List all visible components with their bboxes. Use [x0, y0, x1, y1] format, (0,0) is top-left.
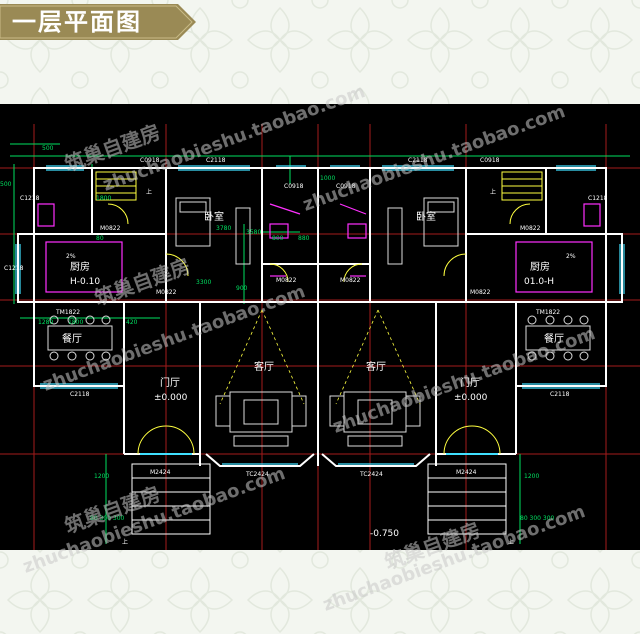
floor-plan-drawing: 卧室 卧室 厨房 H-0.10 厨房 01.0-H 餐厅 餐厅 客厅 客厅 门厅…: [0, 104, 640, 550]
c2118-bottom-left: C2118: [70, 391, 90, 398]
c2118-top-left: C2118: [206, 157, 226, 164]
bedroom-left-label: 卧室: [204, 210, 224, 223]
m2424-left: M2424: [150, 469, 171, 476]
m0822-label-2: M0822: [156, 289, 177, 296]
living-left-label: 客厅: [254, 360, 274, 373]
dim-1800-side: 1800: [96, 195, 111, 202]
dim-1000: 1000: [320, 175, 335, 182]
up-stair-right-label: 上: [508, 538, 514, 546]
foyer-left-label: 门厅: [160, 376, 180, 389]
furniture: [47, 197, 591, 447]
c2118-top-right: C2118: [408, 157, 428, 164]
up-stair-left-label: 上: [122, 538, 128, 546]
c0918-mid-right: C0918: [336, 183, 356, 190]
dim-3580: 3580: [246, 229, 261, 236]
fixtures: [37, 203, 601, 293]
dim-80-300-300-right: 80 300 300: [520, 515, 555, 522]
foyer-left-level: ±0.000: [154, 393, 188, 403]
dim-800: 800: [272, 235, 284, 242]
kitchen-left-label: 厨房: [70, 260, 90, 273]
c1218-left: C1218: [20, 195, 40, 202]
outside-level: -0.750: [370, 529, 399, 539]
living-right-label: 客厅: [366, 360, 386, 373]
c1218-left2: C1218: [4, 265, 24, 272]
c0918-mid-left: C0918: [284, 183, 304, 190]
foyer-right-label: 门厅: [460, 376, 480, 389]
m2424-right: M2424: [456, 469, 477, 476]
kitchen-left-level: H-0.10: [70, 277, 100, 287]
kitchen-right-level: 01.0-H: [524, 277, 554, 287]
dim-1200-right: 1200: [524, 473, 539, 480]
c2118-bottom-right: C2118: [550, 391, 570, 398]
foyer-right-level: ±0.000: [454, 393, 488, 403]
annotation-labels: 500 500 C0918 C2118 C0918 1000 C0918 C21…: [0, 145, 608, 546]
dim-80-a: 80: [96, 235, 104, 242]
dim-420: 420: [126, 319, 138, 326]
tm1822-left: TM1822: [55, 309, 80, 316]
dining-left-label: 餐厅: [62, 332, 82, 345]
m0822-label-1: M0822: [100, 225, 121, 232]
floor-plan: 卧室 卧室 厨房 H-0.10 厨房 01.0-H 餐厅 餐厅 客厅 客厅 门厅…: [0, 104, 640, 550]
room-labels: 卧室 卧室 厨房 H-0.10 厨房 01.0-H 餐厅 餐厅 客厅 客厅 门厅…: [62, 210, 564, 539]
page-title: 一层平面图: [12, 8, 142, 36]
m0822-label-4: M0822: [340, 277, 361, 284]
dim-1800: 1800: [68, 319, 83, 326]
dim-880: 880: [298, 235, 310, 242]
up-left-label: 上: [146, 188, 152, 196]
c0918-left: C0918: [140, 157, 160, 164]
tv-sightlines: [219, 309, 421, 405]
tc2424-left: TC2424: [245, 471, 269, 478]
dim-900: 900: [236, 285, 248, 292]
tm1822-right: TM1822: [535, 309, 560, 316]
kitchen-right-label: 厨房: [530, 260, 550, 273]
dim-80-300-300-left: 80 300 300: [90, 515, 125, 522]
entry-steps: [131, 463, 507, 535]
dim-1200-left: 1200: [94, 473, 109, 480]
stairs-top: [95, 171, 543, 201]
m0822-label-5: M0822: [470, 289, 491, 296]
m0822-label-3: M0822: [276, 277, 297, 284]
tc2424-right: TC2424: [359, 471, 383, 478]
scale-2pct-right: 2%: [566, 253, 576, 260]
m0822-label-6: M0822: [520, 225, 541, 232]
c0918-right: C0918: [480, 157, 500, 164]
scale-2pct-left: 2%: [66, 253, 76, 260]
title-banner: [0, 4, 196, 40]
dim-3300: 3300: [196, 279, 211, 286]
bedroom-right-label: 卧室: [416, 210, 436, 223]
dim-3780: 3780: [216, 225, 231, 232]
dim-500-top: 500: [42, 145, 54, 152]
up-right-label: 上: [490, 188, 496, 196]
windows: [15, 165, 625, 465]
doors: [107, 203, 531, 455]
dim-500-left: 500: [0, 181, 12, 188]
c1218-right: C1218: [588, 195, 608, 202]
dim-1280: 1280: [38, 319, 53, 326]
dining-right-label: 餐厅: [544, 332, 564, 345]
